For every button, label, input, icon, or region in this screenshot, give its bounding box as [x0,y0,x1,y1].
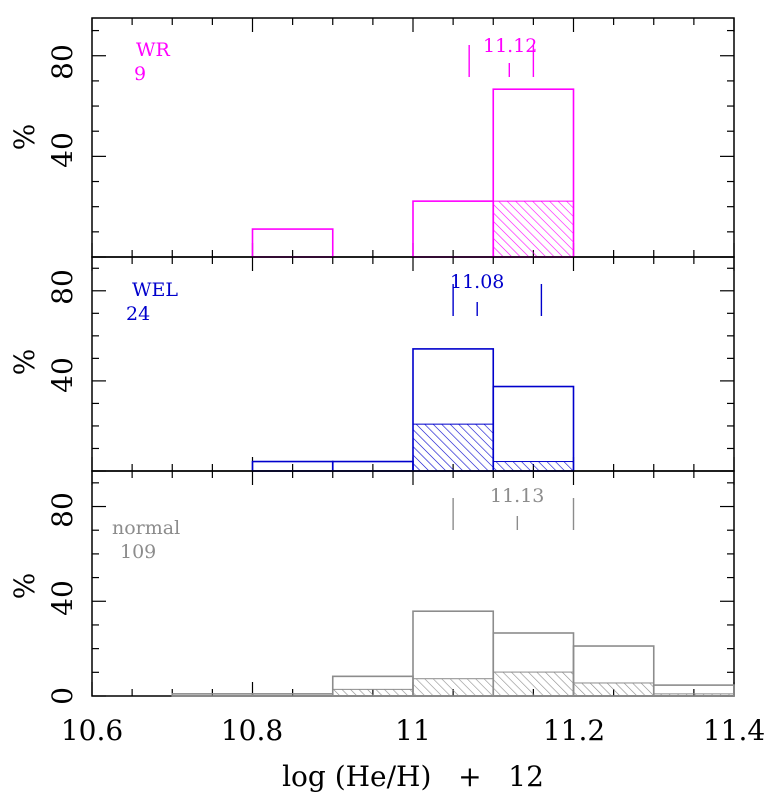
bar-normal [652,684,735,697]
hatched-bar-normal [332,688,414,697]
bar-wel [492,385,575,472]
y-tick-label-normal: 80 [46,492,79,528]
hatched-bar-normal [573,682,655,697]
y-axis-label-normal: % [8,573,41,600]
y-tick-label-normal: 40 [46,580,79,616]
y-tick-label-wel: 40 [46,357,79,393]
bar-wr [412,200,495,258]
panel-label-normal: normal [112,517,180,539]
hatched-bar-normal [412,678,494,697]
y-tick-label-wel: 80 [46,269,79,305]
panel-count-wel: 24 [126,303,150,325]
panel-count-normal: 109 [120,541,156,563]
hatched-bar-normal [492,671,574,697]
panel-label-wel: WEL [132,279,178,301]
x-tick-label: 11 [395,714,431,747]
panel-wr [91,17,735,258]
median-label-wel: 11.08 [450,271,504,293]
panels [91,17,735,697]
x-tick-label: 10.8 [221,714,283,747]
hatched-bar-wel [412,423,494,472]
x-tick-label: 11.2 [543,714,605,747]
median-label-normal: 11.13 [490,485,544,507]
median-label-wr: 11.12 [483,35,537,57]
panel-label-wr: WR [136,39,171,61]
hatched-bar-wr [492,200,574,258]
panel-normal [91,470,735,697]
hatched-bar-wel [492,461,574,472]
panel-wel [91,256,735,472]
y-axis-label-wr: % [8,124,41,151]
x-tick-label: 11.4 [703,714,765,747]
bar-normal [572,645,655,697]
y-axis-label-wel: % [8,349,41,376]
panel-count-wr: 9 [134,63,146,85]
x-tick-labels: 10.6 10.8 11 11.2 11.4 [61,714,765,747]
x-tick-label: 10.6 [61,714,123,747]
y-tick-label-wr: 40 [46,132,79,168]
y-tick-label-wr: 80 [46,44,79,80]
y-tick-label-normal: 0 [46,687,79,705]
x-axis-title: log (He/H) + 12 [282,760,544,793]
